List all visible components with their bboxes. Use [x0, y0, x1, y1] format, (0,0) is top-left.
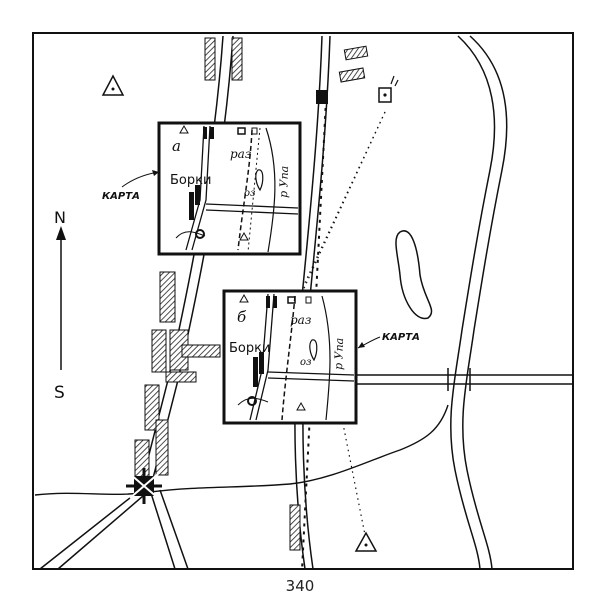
page-number: 340: [285, 577, 315, 595]
inset-a-fork: раз: [230, 147, 251, 161]
inset-map-b: б Борки раз оз р Упа: [222, 289, 358, 425]
observer-mark-icon: [126, 468, 162, 504]
north-label: N: [54, 208, 66, 227]
station-icon: [316, 90, 328, 104]
map-frame: [32, 32, 574, 570]
inset-b-village: Борки: [229, 341, 270, 356]
map-callout-right: КАРТА: [382, 332, 420, 343]
inset-b-fork: раз: [290, 313, 311, 327]
south-label: S: [54, 383, 65, 403]
triangulation-point-icon: [354, 531, 378, 552]
forest-boundary: [34, 404, 449, 496]
map-callout-left: КАРТА: [102, 191, 140, 202]
inset-b-lake: оз: [300, 357, 311, 368]
triangulation-point-icon: [101, 74, 125, 96]
inset-a-letter: a: [172, 137, 181, 155]
inset-a-lake: оз: [244, 188, 255, 199]
tower-icon: [378, 75, 399, 103]
inset-b-river: р Упа: [332, 338, 346, 371]
north-arrow: [56, 226, 66, 370]
inset-b-letter: б: [237, 308, 247, 326]
inset-map-a: a Борки раз оз р Упа: [157, 121, 302, 256]
river-upa: [450, 35, 508, 570]
inset-a-village: Борки: [170, 173, 211, 188]
inset-a-river: р Упа: [277, 166, 291, 199]
east-road: [356, 368, 573, 391]
lake: [395, 230, 433, 320]
